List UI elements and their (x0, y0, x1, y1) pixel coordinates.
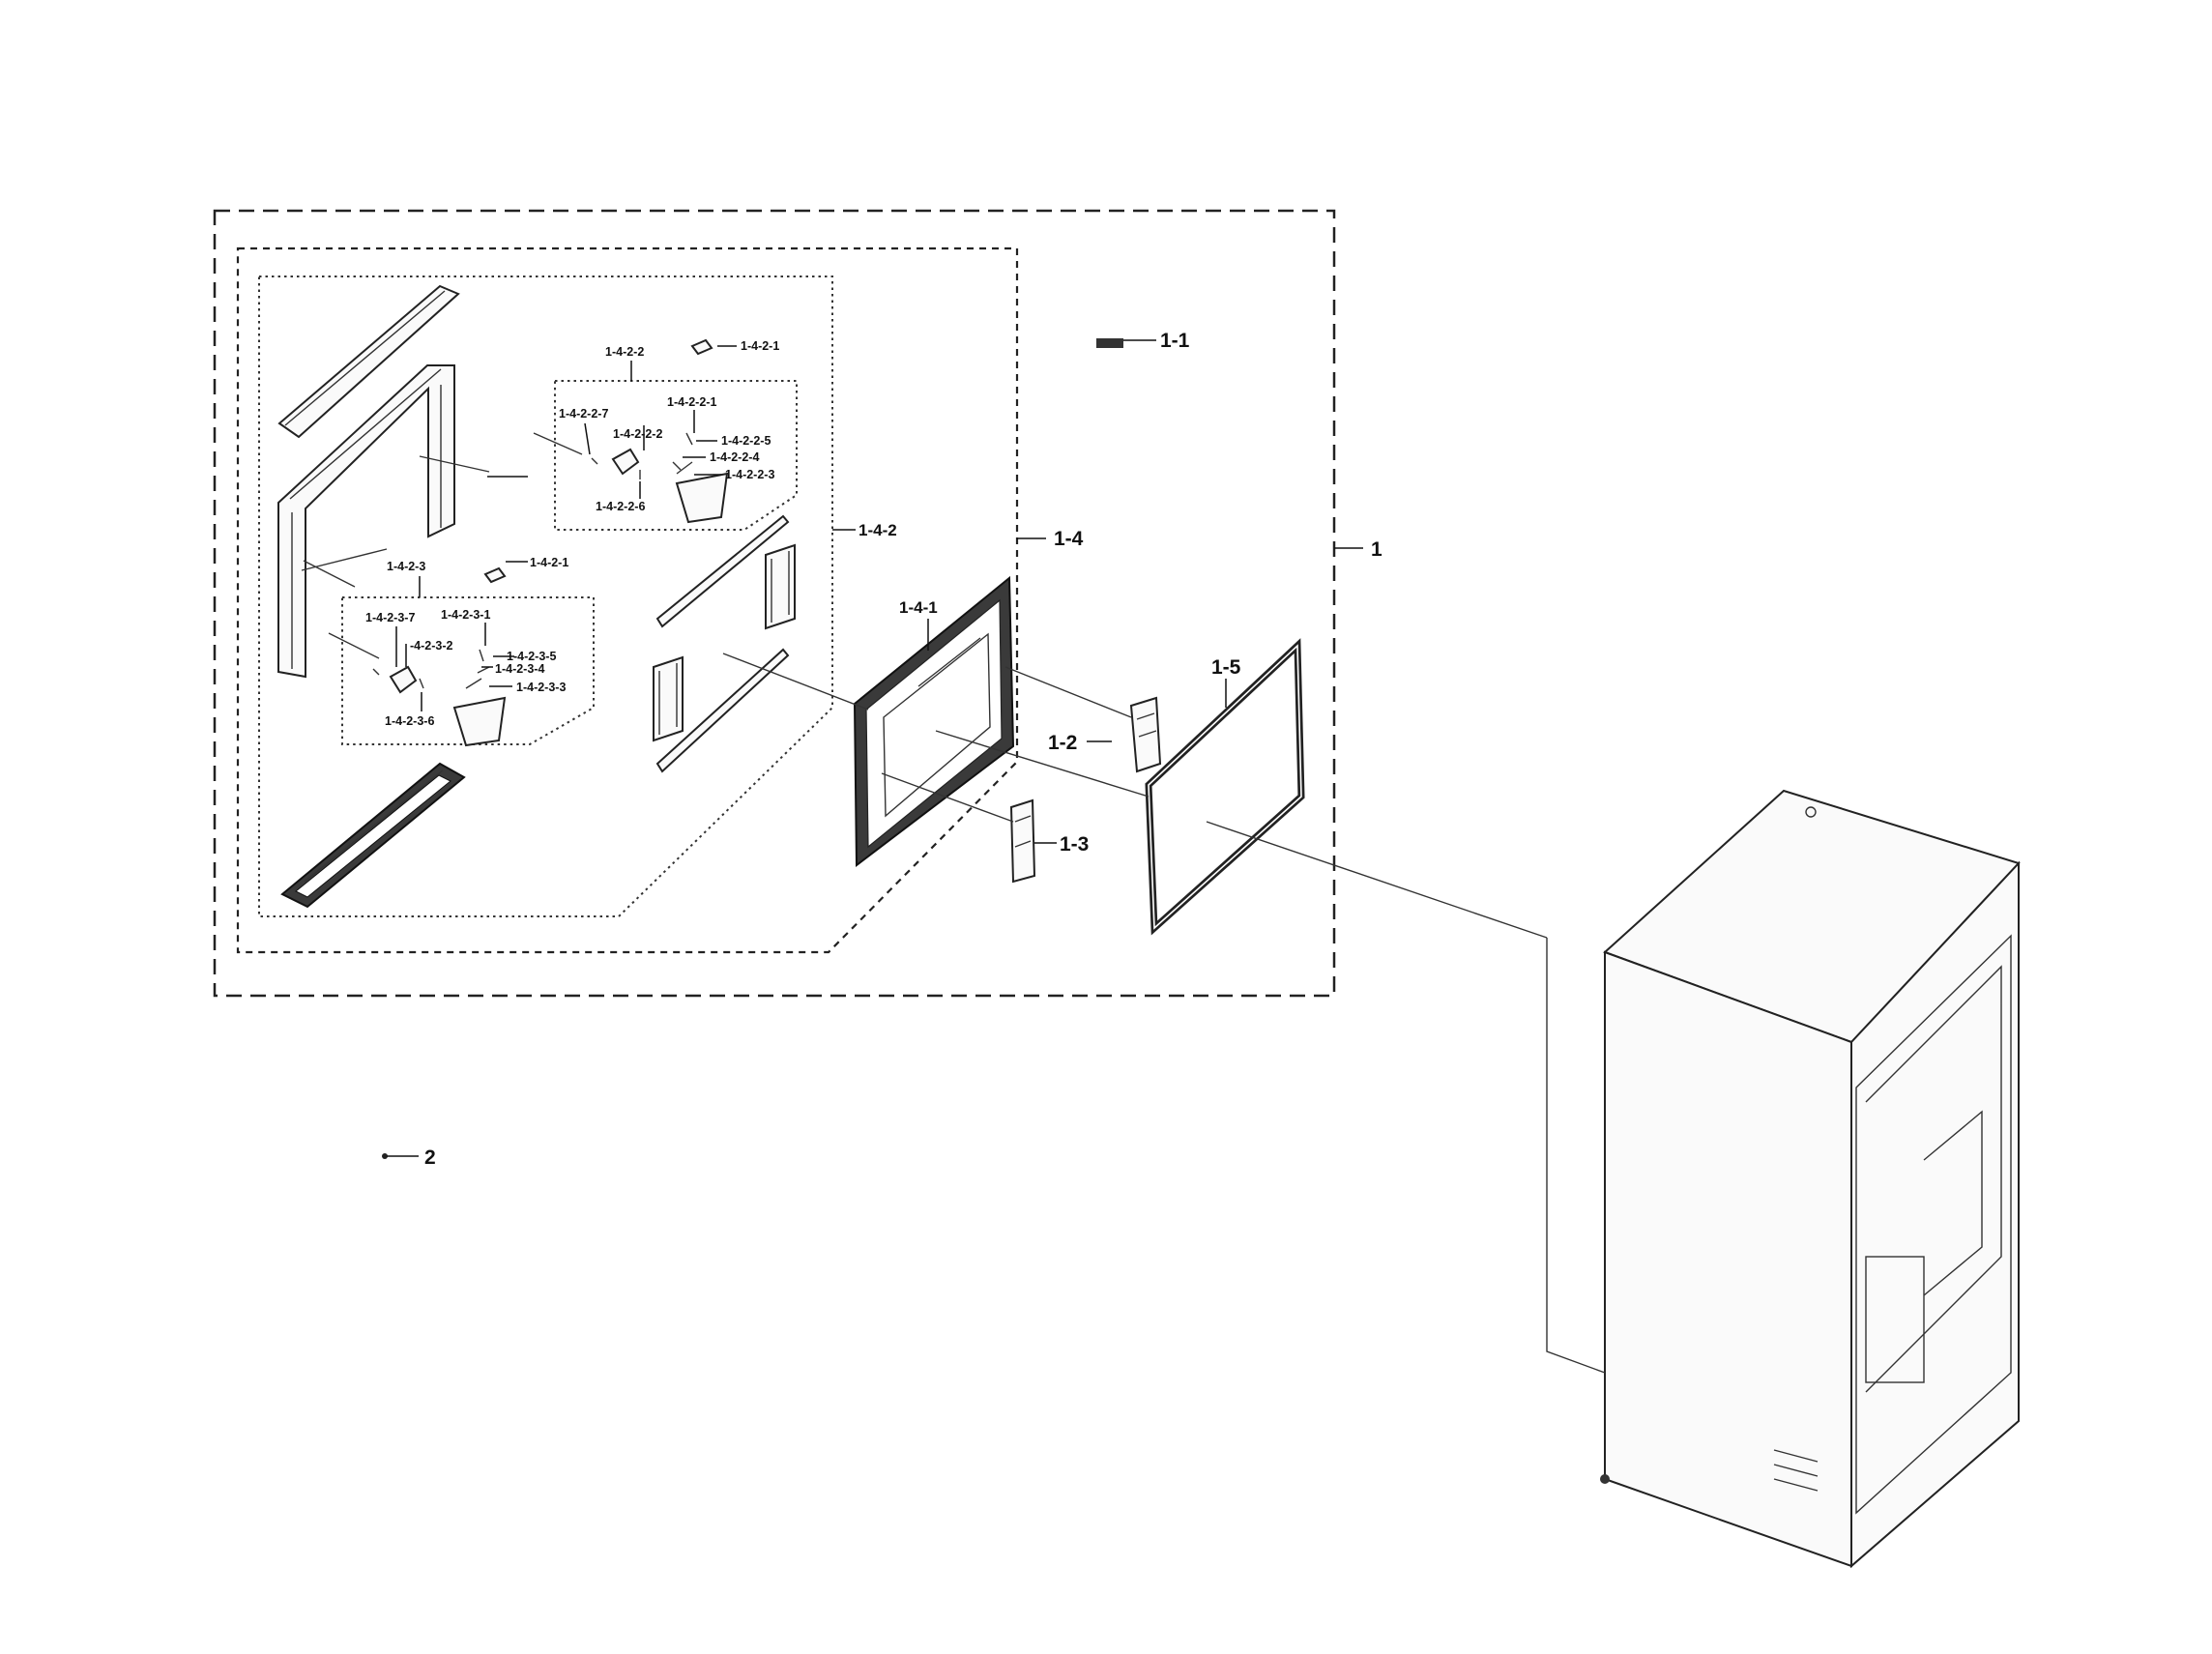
subassembly-1-4-2-2-boundary (554, 380, 798, 531)
label-1-4: 1-4 (1054, 528, 1084, 550)
label-1-4-2-2-3: 1-4-2-2-3 (725, 468, 774, 481)
label-1-3: 1-3 (1060, 833, 1089, 856)
label-1-4-2-3: 1-4-2-3 (387, 560, 425, 573)
top-cap-icon (277, 284, 460, 439)
label-1-4-2-1-low: 1-4-2-1 (530, 556, 568, 569)
screw-set-icon (1096, 338, 1156, 348)
label-1-4-2: 1-4-2 (859, 521, 897, 539)
label-1-4-2-2-6: 1-4-2-2-6 (596, 500, 645, 513)
hinge-bracket-icon (672, 432, 729, 524)
mounting-plate-icon (653, 655, 684, 742)
door-gasket-icon (1145, 638, 1305, 936)
bracket-clip-icon (483, 566, 507, 584)
label-1-4-2-3-3: 1-4-2-3-3 (516, 681, 566, 694)
label-1-4-1: 1-4-1 (899, 598, 938, 617)
label-1: 1 (1371, 538, 1382, 561)
label-1-4-2-3-6: 1-4-2-3-6 (385, 714, 434, 728)
label-1-4-2-2-5: 1-4-2-2-5 (721, 434, 771, 448)
subassembly-1-4-2-3-boundary (341, 596, 595, 745)
label-1-4-2-2-7: 1-4-2-2-7 (559, 407, 608, 421)
hinge-cam-icon (591, 448, 641, 479)
label-1-4-2-3-2: -4-2-3-2 (410, 639, 453, 653)
hinge-cam-icon (372, 665, 424, 694)
label-1-4-2-3-5: 1-4-2-3-5 (507, 650, 556, 663)
assembly-1-4-boundary (236, 247, 1019, 954)
label-1-4-2-3-7: 1-4-2-3-7 (365, 611, 415, 624)
small-part-icon (382, 1153, 419, 1159)
label-1-4-2-3-1: 1-4-2-3-1 (441, 608, 490, 622)
label-1-2: 1-2 (1048, 732, 1077, 754)
label-1-4-2-2-1: 1-4-2-2-1 (667, 395, 716, 409)
label-1-1: 1-1 (1160, 330, 1190, 352)
assembly-1-boundary (213, 209, 1336, 998)
mounting-plate-icon (765, 543, 796, 630)
assembly-1-4-2-boundary (258, 276, 833, 917)
hinge-bracket-icon (1129, 696, 1162, 773)
label-1-4-2-2: 1-4-2-2 (605, 345, 644, 359)
refrigerator-cabinet-icon (1600, 789, 2021, 1569)
label-1-4-2-2-2: 1-4-2-2-2 (613, 427, 662, 441)
hinge-bracket-icon (452, 649, 507, 747)
label-2: 2 (424, 1146, 436, 1169)
label-1-4-2-1-top: 1-4-2-1 (741, 339, 779, 353)
label-1-4-2-3-4: 1-4-2-3-4 (495, 662, 544, 676)
door-panel-icon (853, 575, 1015, 867)
bracket-clip-icon (690, 338, 713, 356)
trim-strip-icon (655, 514, 790, 773)
label-1-4-2-2-4: 1-4-2-2-4 (710, 450, 759, 464)
door-handle-icon (277, 364, 455, 679)
bottom-cap-icon (280, 762, 466, 909)
hinge-bracket-icon (1009, 798, 1036, 884)
label-1-5: 1-5 (1211, 656, 1241, 679)
